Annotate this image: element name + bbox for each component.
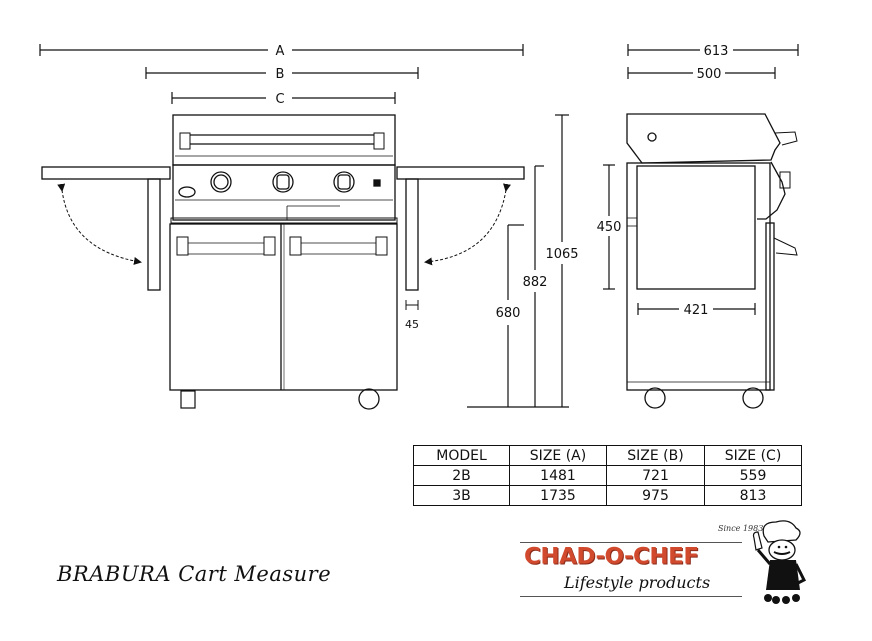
cell-size-a: 1735 [509,485,607,506]
logo-tagline: Lifestyle products [564,573,711,592]
dimension-500-label: 500 [697,67,722,82]
wheel-icon [742,387,764,409]
dimension-heights [467,114,569,408]
dimension-leg-width [405,300,419,310]
size-spec-table: MODEL SIZE (A) SIZE (B) SIZE (C) 2B 1481… [413,445,802,506]
knob-icon [272,171,294,193]
header-model: MODEL [413,445,510,466]
logo-brand: CHAD-O-CHEF [524,544,699,570]
wheel-icon [358,388,380,410]
logo-rule [520,542,742,543]
grill-side-view [626,113,798,409]
logo-rule [520,596,742,597]
dimension-680-label: 680 [496,306,521,321]
table-row: 3B 1735 975 813 [413,485,802,506]
thermometer-icon [647,132,657,142]
header-size-c: SIZE (C) [704,445,802,466]
logo-since: Since 1983 [718,524,764,533]
dimension-450-label: 450 [597,220,622,235]
cell-size-a: 1481 [509,465,607,486]
table-header-row: MODEL SIZE (A) SIZE (B) SIZE (C) [413,445,802,466]
dimension-a-label: A [276,44,285,59]
knob-icon [333,171,355,193]
table-row: 2B 1481 721 559 [413,465,802,486]
cell-model: 2B [413,465,510,486]
dimension-421 [637,303,756,315]
dimension-b [145,67,419,79]
dimension-613-label: 613 [704,44,729,59]
header-size-b: SIZE (B) [606,445,705,466]
cell-size-c: 559 [704,465,802,486]
cell-model: 3B [413,485,510,506]
dimension-882-label: 882 [523,275,548,290]
igniter-button-icon [178,186,196,198]
fold-arrow-right-icon [424,183,511,266]
dimension-b-label: B [276,67,285,82]
dimension-c-label: C [275,92,284,107]
dimension-c [171,92,396,104]
dimension-1065-label: 1065 [545,247,578,262]
chef-mascot-icon [752,520,807,604]
side-knob-icon [779,171,791,189]
cell-size-b: 721 [606,465,705,486]
dimension-421-label: 421 [684,303,709,318]
dimension-450 [603,164,615,290]
header-size-a: SIZE (A) [509,445,607,466]
knob-icon [210,171,232,193]
fold-arrow-left-icon [57,183,142,265]
dimension-leg-width-label: 45 [405,318,419,331]
wheel-icon [644,387,666,409]
dimension-side-depth [627,44,799,79]
cell-size-b: 975 [606,485,705,506]
indicator-icon [373,179,381,187]
caster-icon [180,390,196,409]
brand-logo: Since 1983 CHAD-O-CHEF Lifestyle product… [518,518,808,608]
cell-size-c: 813 [704,485,802,506]
grill-front-view [41,114,525,410]
dimension-a [39,44,524,56]
page-title: BRABURA Cart Measure [57,562,332,586]
